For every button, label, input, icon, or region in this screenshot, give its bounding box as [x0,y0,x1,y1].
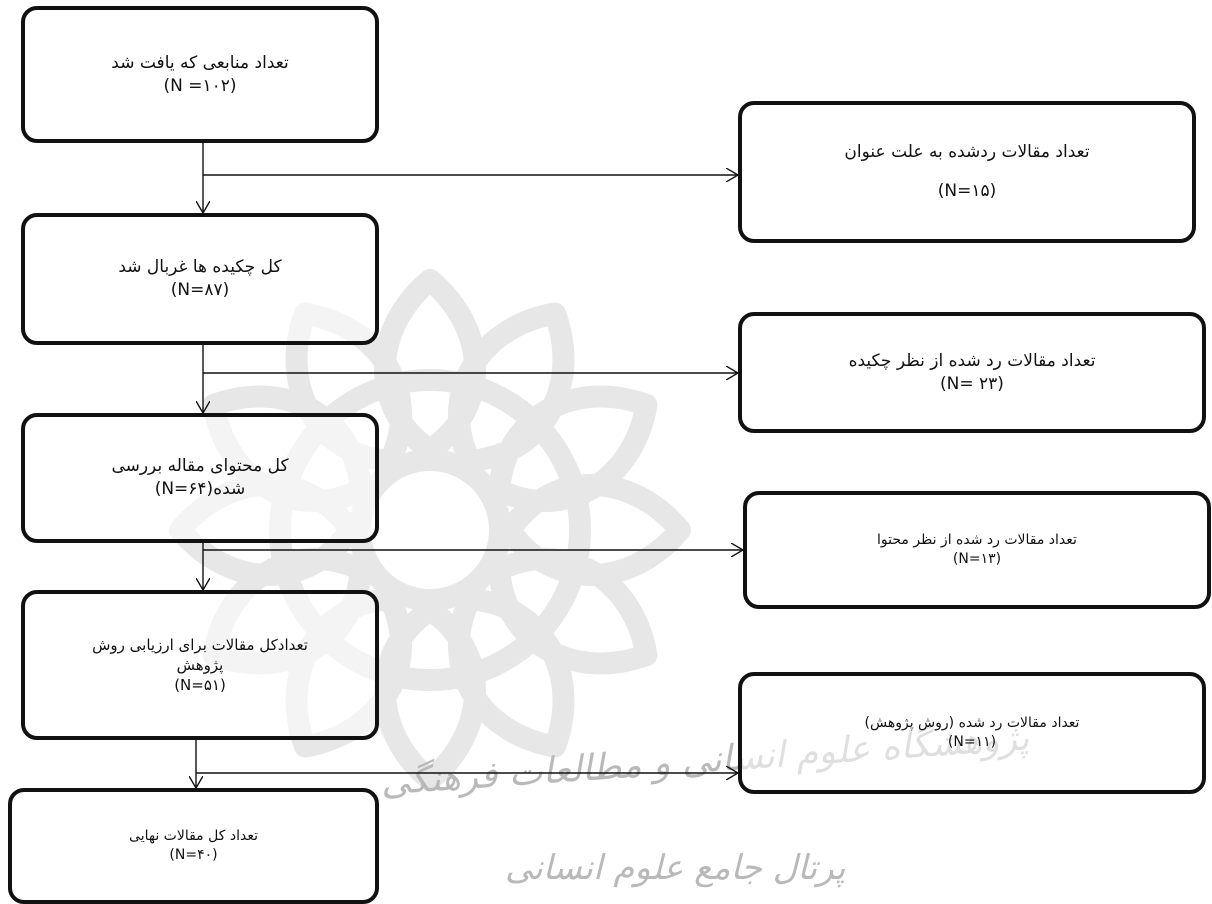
box-abstracts-screened: کل چکیده ها غربال شد (N=۸۷) [21,213,379,345]
box-full-text-reviewed-word: شده [213,479,246,499]
box-excluded-content-count: (N=۱۳) [952,551,1002,567]
box-excluded-abstract-label: تعداد مقالات رد شده از نظر چکیده [848,350,1096,371]
box-excluded-content-label: تعداد مقالات رد شده از نظر محتوا [877,532,1077,549]
box-excluded-method-count: (N=۱۱) [947,734,997,750]
box-full-text-reviewed-line2: شده(N=۶۴) [155,478,246,501]
box-method-assessment: تعدادکل مقالات برای ارزیابی روش پژوهش (N… [21,590,379,740]
box-records-identified-count: (N =۱۰۲) [163,75,237,96]
box-final-included: تعداد کل مقالات نهایی (N=۴۰) [8,788,379,904]
box-excluded-abstract-count: (N= ۲۳) [940,373,1004,394]
box-excluded-method: تعداد مقالات رد شده (روش پژوهش) (N=۱۱) [738,672,1206,794]
box-excluded-title: تعداد مقالات ردشده به علت عنوان (N=۱۵) [738,101,1196,243]
box-excluded-method-label: تعداد مقالات رد شده (روش پژوهش) [864,715,1080,732]
box-full-text-reviewed-count: (N=۶۴) [154,479,214,499]
box-records-identified-label: تعداد منابعی که یافت شد [111,52,289,73]
box-final-included-count: (N=۴۰) [169,847,218,863]
box-abstracts-screened-count: (N=۸۷) [170,280,230,300]
box-method-assessment-count: (N=۵۱) [174,676,226,695]
box-full-text-reviewed-label: کل محتوای مقاله بررسی [111,456,289,477]
box-excluded-content: تعداد مقالات رد شده از نظر محتوا (N=۱۳) [743,491,1211,609]
box-method-assessment-label2: پژوهش [176,655,224,674]
watermark-subtitle: پرتال جامع علوم انسانی [505,848,846,888]
box-full-text-reviewed: کل محتوای مقاله بررسی شده(N=۶۴) [21,413,379,543]
box-excluded-title-label: تعداد مقالات ردشده به علت عنوان [844,142,1090,163]
box-excluded-title-count: (N=۱۵) [937,181,997,201]
box-abstracts-screened-label: کل چکیده ها غربال شد [118,257,282,278]
box-final-included-label: تعداد کل مقالات نهایی [129,828,258,845]
box-excluded-abstract: تعداد مقالات رد شده از نظر چکیده (N= ۲۳) [738,312,1206,433]
box-records-identified: تعداد منابعی که یافت شد (N =۱۰۲) [21,6,379,143]
box-method-assessment-label: تعدادکل مقالات برای ارزیابی روش [92,635,308,654]
